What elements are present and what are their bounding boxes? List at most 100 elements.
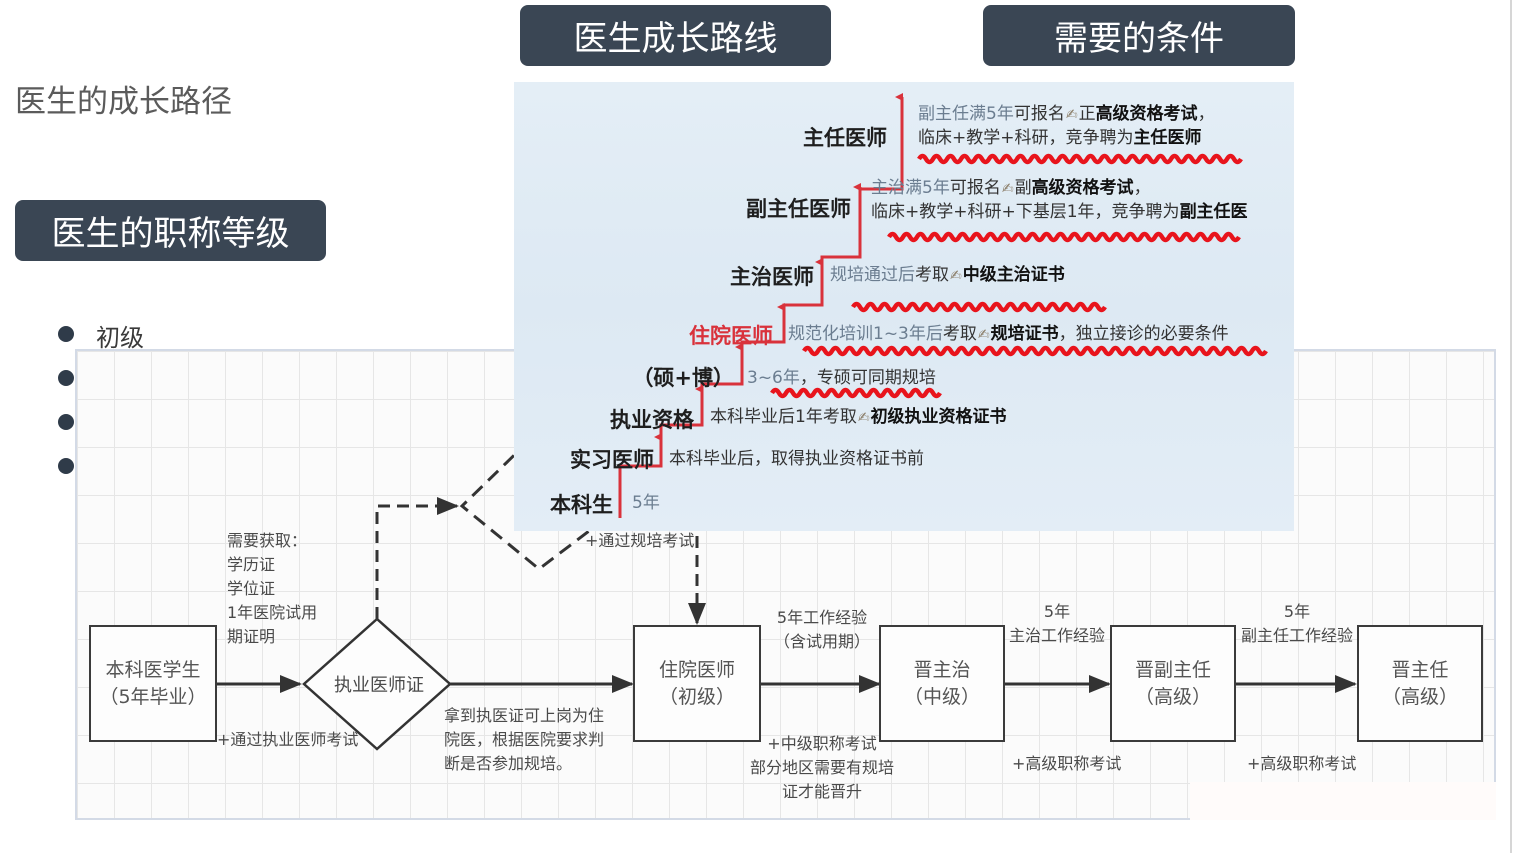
note-line: 1年医院试用: [227, 603, 318, 622]
step-desc-graduate: 3~6年，专硕可同期规培: [747, 367, 936, 390]
desc-bold: 主任医师: [1133, 128, 1202, 148]
box-subtitle: （5年毕业）: [99, 685, 207, 708]
requirements-note: 需要获取： 学历证 学位证 1年医院试用 期证明: [227, 529, 317, 649]
note-line: 期证明: [227, 627, 276, 646]
step-title-undergrad: 本科生: [550, 493, 613, 517]
career-staircase-image: 主任医师 副主任医师 主治医师 住院医师 （硕+博） 执业资格 实习医师 本科生…: [514, 82, 1294, 531]
diamond-label: 执业医师证: [334, 675, 424, 696]
note-line: 5年工作经验: [776, 608, 868, 627]
title-conditions-badge: 需要的条件: [983, 5, 1295, 66]
desc-text: 临床+教学+科研，竞争聘为: [918, 128, 1134, 148]
page-edge-divider: [1510, 0, 1512, 853]
step-desc-intern: 本科毕业后，取得执业资格证书前: [669, 449, 924, 469]
desc-bold: 副主任医: [1179, 202, 1248, 222]
bullet-icon: [58, 370, 74, 386]
desc-text: ，: [1197, 104, 1215, 124]
bullet-icon: [58, 458, 74, 474]
pass-training-exam-note: +通过规培考试: [585, 531, 695, 550]
box-title: 住院医师: [658, 658, 735, 681]
staircase-lines: [618, 93, 1268, 518]
note-line: 学位证: [227, 579, 276, 598]
step-desc-undergrad: 5年: [632, 492, 660, 515]
step-title-license: 执业资格: [610, 408, 694, 432]
edge-1-top-note: 5年工作经验 （含试用期）: [767, 606, 877, 654]
step-title-chief: 主任医师: [803, 126, 887, 150]
step-desc-resident: 规范化培训1~3年后考取✍规培证书，独立接诊的必要条件: [788, 323, 1229, 347]
note-line: 主治工作经验: [1008, 626, 1105, 645]
title-route-badge: 医生成长路线: [520, 5, 831, 66]
note-line: 院医，根据医院要求判: [444, 730, 605, 749]
box-title: 晋副主任: [1134, 658, 1211, 681]
desc-text: 副: [1014, 178, 1032, 198]
step-desc-license: 本科毕业后1年考取✍初级执业资格证书: [710, 406, 1007, 430]
desc-muted: 规范化培训1~3年后: [788, 324, 943, 344]
step-title-attending: 主治医师: [730, 265, 814, 289]
flow-box-student: 本科医学生 （5年毕业）: [89, 625, 217, 742]
flow-box-chief: 晋主任 （高级）: [1357, 625, 1483, 742]
edge-dashed-to-training: [375, 497, 459, 619]
desc-text: 可报名: [1013, 104, 1065, 124]
red-squiggle-underline: [917, 153, 1243, 165]
license-diamond: [302, 617, 452, 751]
bullet-icon: [58, 414, 74, 430]
edge-3-bottom-note: +高级职称考试: [1247, 754, 1357, 773]
step-desc-attending: 规培通过后考取✍中级主治证书: [830, 264, 1065, 288]
red-squiggle-underline: [770, 387, 942, 399]
section-title: 医生的成长路径: [15, 84, 232, 120]
box-subtitle: （初级）: [658, 685, 735, 708]
step-title-associate-chief: 副主任医师: [746, 197, 851, 221]
note-line: 证才能晋升: [781, 782, 862, 801]
box-subtitle: （高级）: [1134, 685, 1211, 708]
desc-muted: 副主任满5年: [918, 104, 1014, 124]
image-artifact-patch: [1190, 782, 1496, 820]
desc-muted: 5年: [632, 493, 660, 513]
staircase-path: [618, 93, 904, 518]
box-title: 晋主治: [913, 658, 971, 681]
note-line: 副主任工作经验: [1240, 626, 1353, 645]
note-line: 断是否参加规培。: [444, 754, 573, 773]
pen-icon: ✍: [1001, 181, 1014, 197]
note-line: 学历证: [227, 555, 276, 574]
box-title: 本科医学生: [105, 658, 201, 681]
step-title-resident: 住院医师: [689, 324, 773, 348]
note-line: 拿到执医证可上岗为住: [444, 706, 605, 725]
pass-license-exam-note: +通过执业医师考试: [217, 730, 359, 749]
desc-text: 考取: [942, 324, 977, 344]
step-title-intern: 实习医师: [570, 448, 654, 472]
note-line: 5年: [1043, 602, 1071, 621]
bullet-icon: [58, 326, 74, 342]
desc-muted: 3~6年: [747, 368, 800, 388]
edge-2-top-note: 5年 主治工作经验: [1007, 600, 1107, 648]
pen-icon: ✍: [857, 410, 870, 426]
step-title-graduate: （硕+博）: [632, 366, 734, 390]
desc-muted: 主治满5年: [871, 178, 950, 198]
step-desc-associate-chief: 主治满5年可报名✍副高级资格考试， 临床+教学+科研+下基层1年，竞争聘为副主任…: [871, 177, 1248, 224]
desc-text: ，专硕可同期规培: [799, 368, 936, 388]
red-underline-squiggles: [770, 153, 1268, 399]
note-line: 5年: [1283, 602, 1311, 621]
edge-1-bottom-note: +中级职称考试 部分地区需要有规培 证才能晋升: [742, 732, 902, 804]
desc-bold: 规培证书: [990, 324, 1059, 344]
red-squiggle-underline: [851, 301, 1107, 313]
desc-text: ，: [1133, 178, 1151, 198]
pen-icon: ✍: [950, 268, 962, 284]
note-line: +中级职称考试: [767, 734, 877, 753]
desc-text: 可报名: [949, 178, 1001, 198]
step-desc-chief: 副主任满5年可报名✍正高级资格考试， 临床+教学+科研，竞争聘为主任医师: [918, 103, 1215, 150]
box-title: 晋主任: [1391, 658, 1449, 681]
desc-text: 正: [1078, 104, 1096, 124]
pen-icon: ✍: [977, 327, 990, 343]
bullet-label: 初级: [96, 324, 144, 352]
note-line: 部分地区需要有规培: [749, 758, 894, 777]
flow-box-attending: 晋主治 （中级）: [879, 625, 1005, 742]
desc-text: ，独立接诊的必要条件: [1058, 324, 1229, 344]
edge-3-top-note: 5年 副主任工作经验: [1237, 600, 1357, 648]
box-subtitle: （中级）: [903, 685, 980, 708]
box-subtitle: （高级）: [1381, 685, 1458, 708]
red-squiggle-underline: [802, 345, 1268, 357]
desc-muted: 规培通过后: [830, 265, 915, 285]
flow-box-associate-chief: 晋副主任 （高级）: [1110, 625, 1236, 742]
note-line: 需要获取：: [227, 531, 308, 550]
desc-bold: 高级资格考试: [1031, 178, 1134, 198]
title-levels-badge: 医生的职称等级: [15, 200, 326, 261]
